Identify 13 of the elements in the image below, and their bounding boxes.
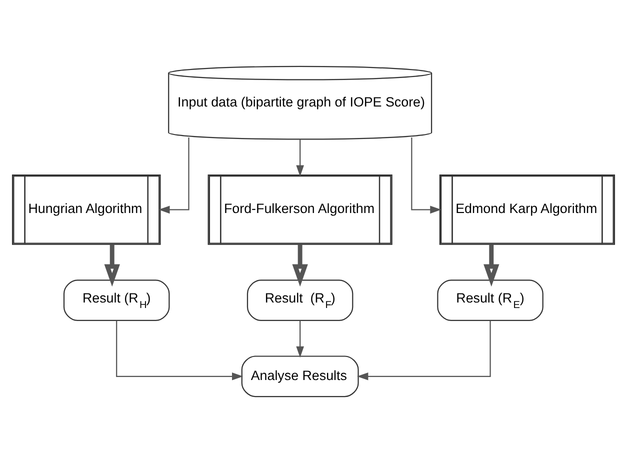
- arrow: [411, 137, 442, 214]
- arrow: [357, 320, 491, 380]
- arrow: [292, 244, 308, 286]
- arrow: [116, 320, 244, 380]
- node-box: Result (R$_{H}$): [63, 279, 170, 320]
- arrow: [484, 244, 500, 286]
- node-box: Result (R$_{E}$): [437, 279, 544, 320]
- arrow: [158, 137, 190, 214]
- arrow: [296, 138, 304, 176]
- arrow: [104, 244, 120, 286]
- node-box: Result (R$_{F}$): [246, 279, 354, 320]
- node-box: Analyse Results: [241, 355, 359, 397]
- arrow: [296, 320, 304, 358]
